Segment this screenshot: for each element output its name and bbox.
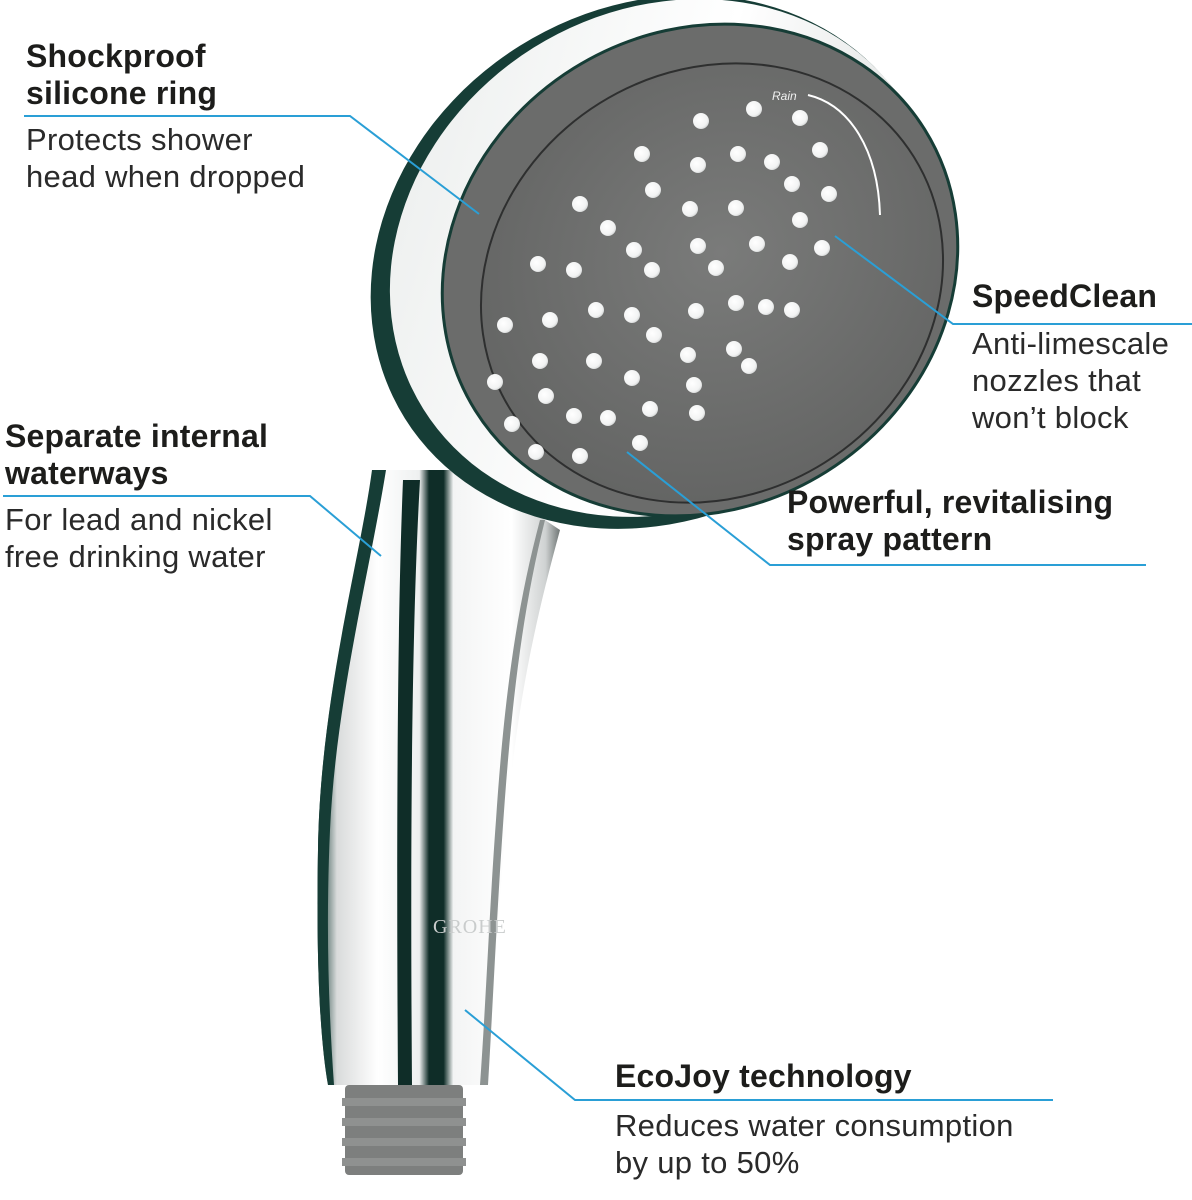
title-line: silicone ring bbox=[26, 75, 218, 111]
title-line: Shockproof bbox=[26, 38, 206, 74]
title-line: Separate internal bbox=[5, 418, 269, 454]
callout-shockproof-ring: Shockproof silicone ring Protects shower… bbox=[26, 38, 305, 195]
rain-mode-label: Rain bbox=[772, 89, 797, 103]
desc-line: free drinking water bbox=[5, 539, 266, 574]
callout-description: Anti-limescale nozzles that won’t block bbox=[972, 325, 1169, 436]
shower-head: Rain bbox=[370, 0, 960, 529]
callout-ecojoy: EcoJoy technology Reduces water consumpt… bbox=[615, 1058, 1014, 1181]
callout-title: EcoJoy technology bbox=[615, 1058, 912, 1094]
brand-engraving: GROHE bbox=[433, 916, 507, 938]
callout-separate-waterways: Separate internal waterways For lead and… bbox=[5, 418, 273, 575]
callout-description: Reduces water consumption by up to 50% bbox=[615, 1107, 1014, 1181]
handle bbox=[317, 470, 560, 1085]
desc-line: by up to 50% bbox=[615, 1145, 800, 1180]
title-line: spray pattern bbox=[787, 521, 993, 557]
callout-description: For lead and nickel free drinking water bbox=[5, 501, 273, 575]
title-line: Powerful, revitalising bbox=[787, 484, 1114, 520]
callout-spray-pattern: Powerful, revitalising spray pattern bbox=[787, 484, 1113, 558]
callout-title: SpeedClean bbox=[972, 278, 1158, 314]
callout-speedclean: SpeedClean Anti-limescale nozzles that w… bbox=[972, 278, 1169, 436]
title-line: waterways bbox=[5, 455, 169, 491]
desc-line: head when dropped bbox=[26, 159, 306, 194]
callout-title: Powerful, revitalising spray pattern bbox=[787, 484, 1113, 558]
callout-title: Shockproof silicone ring bbox=[26, 38, 305, 112]
nozzles bbox=[487, 101, 837, 464]
desc-line: For lead and nickel bbox=[5, 502, 273, 537]
desc-line: Protects shower bbox=[26, 122, 253, 157]
desc-line: Reduces water consumption bbox=[615, 1108, 1014, 1143]
callout-description: Protects shower head when dropped bbox=[26, 121, 305, 195]
desc-line: Anti-limescale bbox=[972, 326, 1170, 361]
hose-connector bbox=[342, 1085, 466, 1175]
callout-title: Separate internal waterways bbox=[5, 418, 273, 492]
desc-line: nozzles that bbox=[972, 363, 1142, 398]
desc-line: won’t block bbox=[972, 400, 1129, 435]
